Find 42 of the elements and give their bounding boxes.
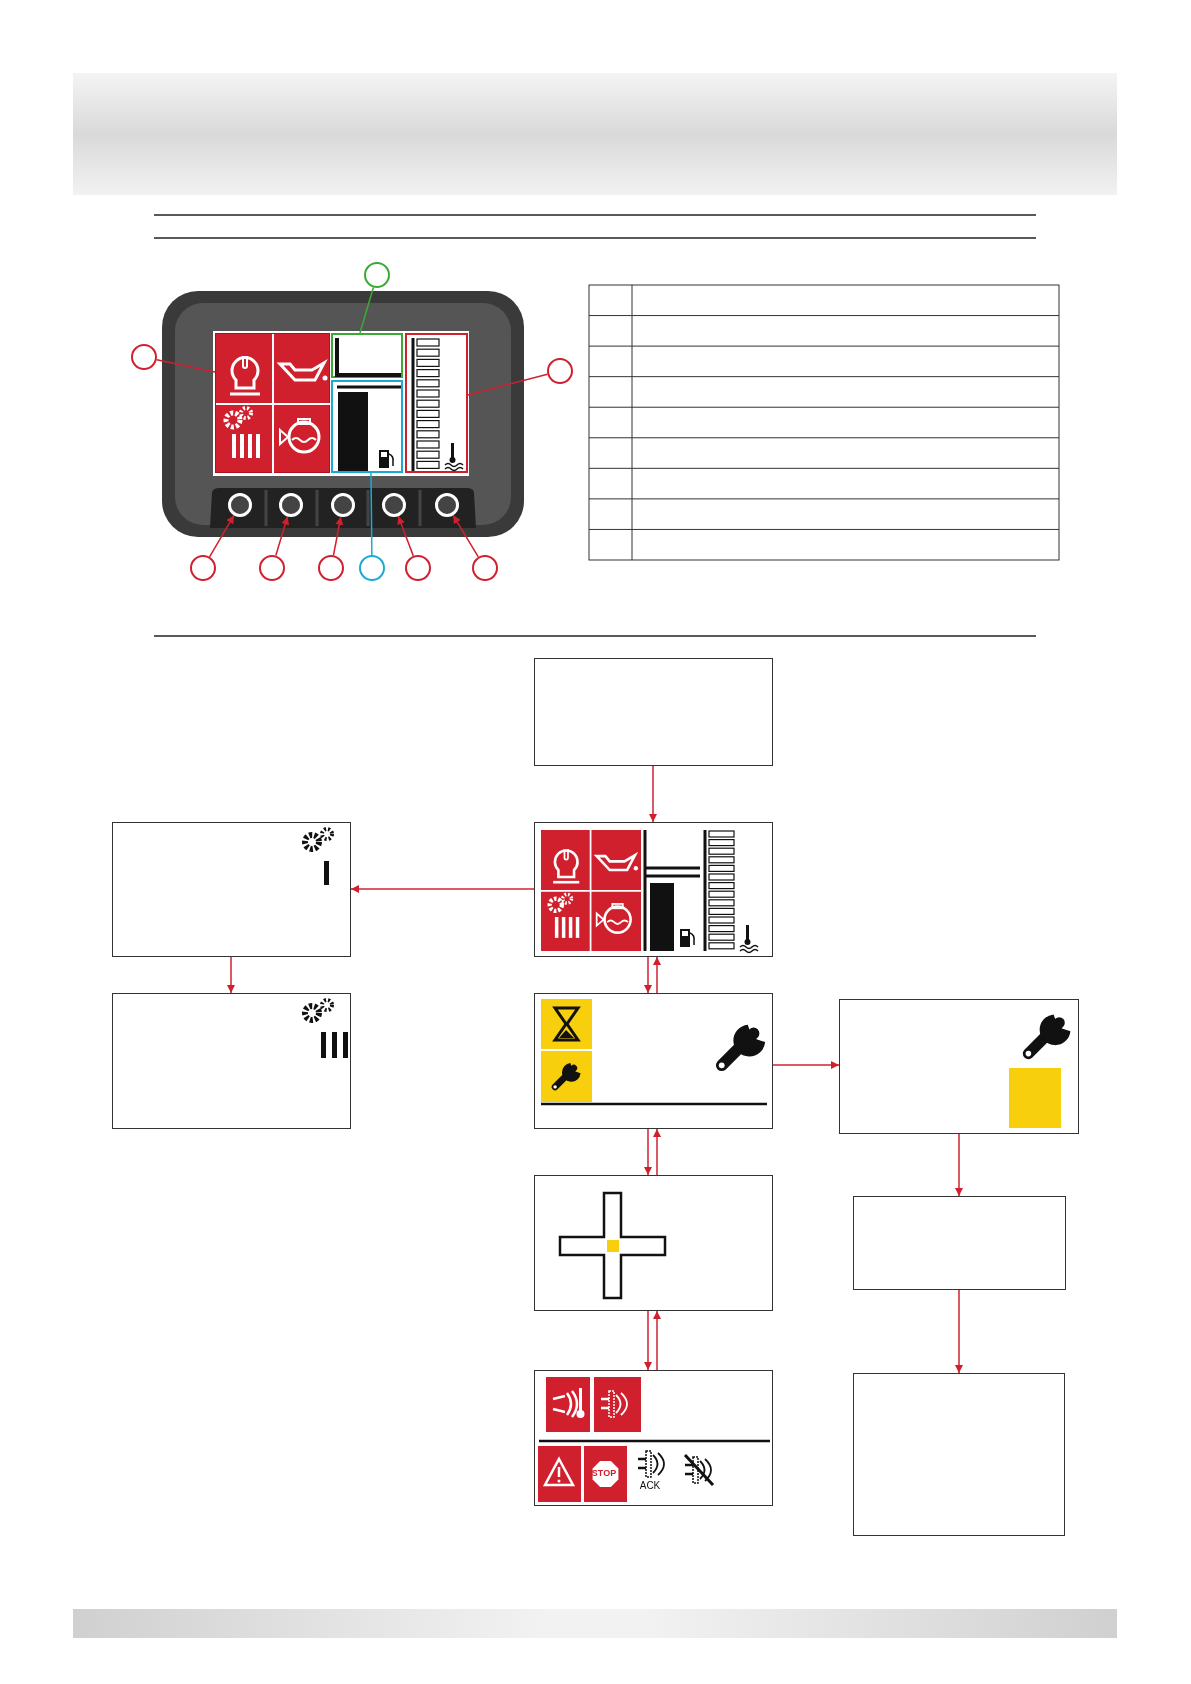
arrow [955,1289,963,1374]
icon-caption: ACK [639,1480,661,1491]
callout-circle [364,262,390,288]
screen-box [534,1370,773,1506]
arrow [332,516,344,556]
arrow [644,1310,652,1371]
screen-box [534,993,773,1129]
screen-box [853,1196,1066,1290]
screen-box [534,658,773,766]
callout-circle [318,555,344,581]
arrow [653,1128,661,1176]
callout-circle [190,555,216,581]
arrow [350,885,535,893]
arrow [644,956,652,994]
arrow [955,1133,963,1197]
arrow [772,1061,840,1069]
callout-circle [359,555,385,581]
arrow [653,1310,661,1371]
arrow [649,765,657,823]
screen-box [534,1175,773,1311]
arrow [452,514,480,558]
callout-circle [259,555,285,581]
callout-circle [405,555,431,581]
leader-line [467,373,549,396]
leader-line [359,286,375,334]
temperature-gauge-panel [405,333,468,473]
leader-line [155,358,216,373]
callout-circle [547,358,573,384]
arrow [227,956,235,994]
fuel-gauge-panel [331,380,403,473]
callout-circle [472,555,498,581]
arrow [653,956,661,994]
arrow [208,514,235,558]
arrow [397,515,415,557]
callout-circle [131,344,157,370]
screen-box [112,993,351,1129]
screen-box [853,1373,1065,1536]
leader-line [370,472,373,556]
screen-box [839,999,1079,1134]
arrow [275,515,290,557]
arrow [644,1128,652,1176]
screen-box [112,822,351,957]
